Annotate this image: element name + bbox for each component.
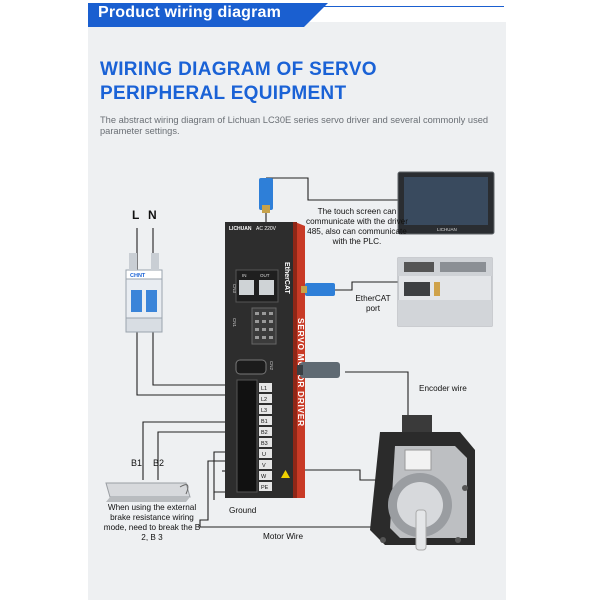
intro-text: The abstract wiring diagram of Lichuan L… <box>100 115 489 136</box>
label-n: N <box>148 208 157 222</box>
wire-touchscreen <box>266 177 398 201</box>
wire-b2 <box>157 431 232 480</box>
touchscreen-cable-plug <box>259 178 273 213</box>
banner-divider <box>318 6 504 7</box>
ethercat-port-label: EtherCAT port <box>355 294 391 313</box>
wire-l-to-driver <box>136 332 232 396</box>
driver-terminal-w: W <box>261 474 267 480</box>
driver-terminal-u: U <box>262 452 266 458</box>
main-heading-line1: WIRING DIAGRAM OF SERVO <box>100 59 377 80</box>
touchscreen-brand: LICHUAN <box>437 227 457 232</box>
breaker-brand: CHNT <box>130 273 146 279</box>
driver-cn1-label: CN1 <box>232 318 237 327</box>
touchscreen-note: The touch screen can communicate with th… <box>306 207 408 246</box>
wire-n-to-driver <box>152 332 232 386</box>
banner-title: Product wiring diagram <box>98 4 282 21</box>
brake-note: When using the external brake resistance… <box>103 503 201 542</box>
driver-terminal-b2: B2 <box>261 430 268 436</box>
driver-port-out-label: OUT <box>260 273 270 278</box>
driver-cn2-label: CN2 <box>269 361 274 370</box>
plc-device <box>397 257 493 327</box>
ground-label: Ground <box>229 506 257 515</box>
label-b1: B1 <box>131 458 143 468</box>
driver-voltage: AC 220V <box>256 226 277 232</box>
driver-terminal-l1: L1 <box>261 386 267 392</box>
servo-motor <box>370 415 475 551</box>
encoder-cable-plug <box>297 362 340 378</box>
wire-u <box>213 451 232 493</box>
driver-terminal-v: V <box>262 463 266 469</box>
driver-terminal-b1: B1 <box>261 419 268 425</box>
driver-ethercat-label: EtherCAT <box>283 262 290 294</box>
brake-resistor <box>105 482 191 502</box>
main-heading-line2: PERIPHERAL EQUIPMENT <box>100 83 347 104</box>
wire-b1 <box>142 421 232 480</box>
ethercat-cable-plug <box>301 283 335 296</box>
section-banner <box>88 3 328 27</box>
servo-driver: L1 L2 L3 B1 B2 B3 U V W PE LICHUAN AC 22… <box>225 222 306 498</box>
label-b2: B2 <box>153 458 165 468</box>
driver-port-in-label: IN <box>242 273 247 278</box>
motor-wire-label: Motor Wire <box>263 532 304 541</box>
driver-terminal-b3: B3 <box>261 441 268 447</box>
driver-terminal-pe: PE <box>261 485 269 491</box>
label-l: L <box>132 208 140 222</box>
encoder-wire-label: Encoder wire <box>419 384 467 393</box>
driver-terminal-l2: L2 <box>261 397 267 403</box>
wire-motor-power <box>300 469 380 481</box>
driver-cn3-label: CN3 <box>232 284 237 293</box>
touchscreen-device: LICHUAN <box>397 171 495 235</box>
driver-terminal-l3: L3 <box>261 408 267 414</box>
driver-brand: LICHUAN <box>229 226 252 232</box>
driver-terminal-labels: L1 L2 L3 B1 B2 B3 U V W PE <box>261 386 269 491</box>
circuit-breaker: CHNT <box>125 253 163 333</box>
wire-encoder <box>345 371 409 420</box>
